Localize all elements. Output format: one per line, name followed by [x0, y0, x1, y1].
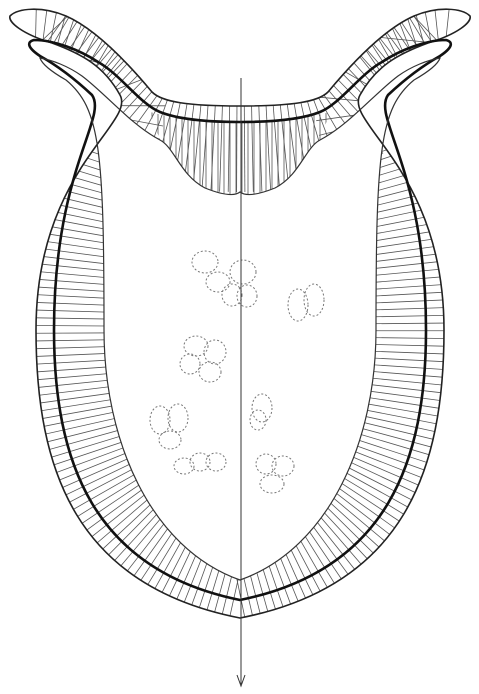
embryo-section-figure	[0, 0, 479, 694]
